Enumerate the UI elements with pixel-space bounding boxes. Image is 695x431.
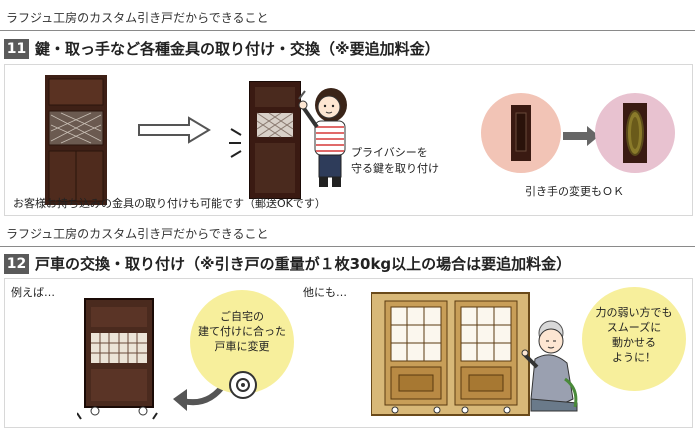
roller-bubble-text: ご自宅の 建て付けに合った 戸車に変更	[183, 309, 301, 354]
bubble-line: 動かせる	[612, 336, 656, 349]
section1-number-badge: 11	[4, 38, 29, 59]
section1-divider	[0, 30, 695, 31]
privacy-caption-line: プライバシーを	[351, 146, 428, 159]
elderly-bubble-text: 力の弱い方でも スムーズに 動かせる ように！	[579, 305, 689, 365]
section1-title: 鍵・取っ手など各種金具の取り付け・交換（※要追加料金）	[35, 40, 440, 58]
elderly-person-illustration	[521, 320, 578, 412]
bring-in-caption: お客様お持ち込みの金具の取り付けも可能です（郵送OKです）	[13, 197, 326, 210]
antique-door-image	[45, 75, 107, 205]
woman-illustration	[298, 88, 347, 187]
roller-wheel-icon	[229, 371, 257, 399]
example-label: 例えば…	[11, 286, 55, 299]
section1-title-row: 11 鍵・取っ手など各種金具の取り付け・交換（※要追加料金）	[4, 38, 440, 59]
motion-lines-icon	[229, 128, 242, 158]
section2-divider	[0, 246, 695, 247]
section2-title-row: 12 戸車の交換・取り付け（※引き戸の重量が１枚30kg以上の場合は要追加料金）	[4, 253, 571, 274]
bubble-line: ご自宅の	[220, 310, 264, 323]
other-label: 他にも…	[303, 286, 347, 299]
section2-title: 戸車の交換・取り付け（※引き戸の重量が１枚30kg以上の場合は要追加料金）	[35, 255, 572, 273]
section2-number-badge: 12	[4, 253, 29, 274]
privacy-caption-line: 守る鍵を取り付け	[351, 162, 439, 175]
handle-caption: 引き手の変更もＯＫ	[525, 185, 624, 198]
new-handle-image	[595, 93, 675, 173]
roller-bubble	[190, 290, 294, 394]
bubble-line: スムーズに	[606, 321, 662, 334]
old-handle-image	[481, 93, 561, 173]
arrow-right-icon	[138, 116, 211, 144]
section1-panel: プライバシーを 守る鍵を取り付け お客様お持ち込みの金具の取り付けも可能です（郵…	[4, 64, 693, 216]
bubble-line: 建て付けに合った	[198, 325, 286, 338]
section2-panel: 例えば… ご自宅の 建て付けに合った 戸車に変更 他にも…	[4, 278, 693, 428]
arrow-right-icon	[563, 126, 599, 146]
bubble-line: ように！	[612, 351, 656, 364]
privacy-caption: プライバシーを 守る鍵を取り付け	[351, 145, 439, 177]
sliding-doors-image	[371, 292, 530, 416]
door-with-lock-image	[249, 81, 301, 199]
door-with-rollers-image	[77, 298, 158, 420]
section1-header: ラフジュ工房のカスタム引き戸だからできること	[6, 11, 269, 25]
section2-header: ラフジュ工房のカスタム引き戸だからできること	[6, 227, 269, 241]
bubble-line: 力の弱い方でも	[595, 306, 673, 319]
bubble-line: 戸車に変更	[214, 340, 270, 353]
elderly-bubble	[582, 287, 686, 391]
